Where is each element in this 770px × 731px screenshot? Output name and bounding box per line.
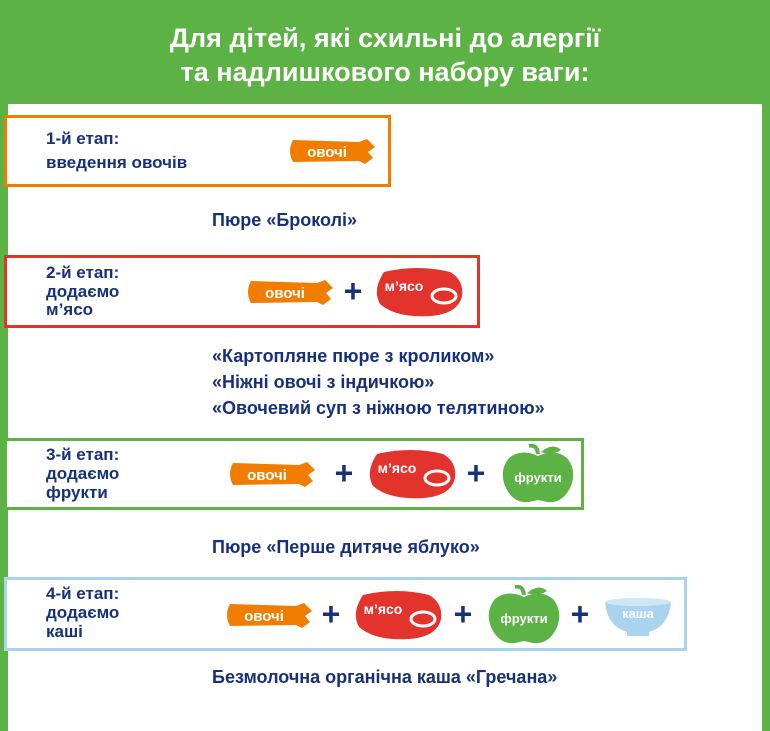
meat-label: м’ясо (378, 460, 417, 476)
plus-sign: + (334, 455, 354, 491)
meat-icon: м’ясо (374, 266, 466, 318)
plus-sign: + (343, 273, 363, 309)
stage3-subtitle: додаємо (46, 464, 120, 483)
carrot-icon: овочі (245, 278, 335, 306)
carrot-icon: овочі (224, 601, 314, 629)
apple-label: фрукти (514, 470, 561, 485)
meat-label: м’ясо (364, 601, 403, 617)
header-title-line1: Для дітей, які схильні до алергії (169, 23, 601, 53)
meat-label: м’ясо (385, 278, 424, 294)
stage1-subtitle: введення овочів (46, 153, 188, 172)
stage3-title: 3-й етап: (46, 445, 120, 464)
meat-icon: м’ясо (353, 589, 445, 641)
stage4-box (4, 577, 687, 651)
meat-icon: м’ясо (367, 448, 459, 500)
plus-sign: + (466, 455, 486, 491)
apple-label: фрукти (500, 611, 547, 626)
apple-icon: фрукти (501, 444, 575, 504)
bowl-label: каша (622, 606, 655, 621)
plus-sign: + (453, 596, 473, 632)
apple-icon: фрукти (487, 585, 561, 645)
stage1-box (4, 115, 391, 187)
stage4-subtitle-2: каші (46, 622, 83, 641)
frame-right-border (762, 104, 770, 731)
carrot-label: овочі (307, 144, 347, 161)
stage3-product-1: Пюре «Перше дитяче яблуко» (212, 537, 480, 557)
stage2-product-2: «Ніжні овочі з індичкою» (212, 372, 435, 392)
carrot-label: овочі (247, 467, 287, 484)
stage4-subtitle: додаємо (46, 603, 120, 622)
frame-left-border (0, 104, 8, 731)
carrot-icon: овочі (227, 460, 317, 488)
plus-sign: + (570, 596, 590, 632)
carrot-label: овочі (265, 285, 305, 302)
header-banner: Для дітей, які схильні до алергії та над… (0, 0, 770, 104)
plus-sign: + (321, 596, 341, 632)
carrot-label: овочі (244, 608, 284, 625)
carrot-icon: овочі (287, 137, 377, 165)
bowl-icon: каша (603, 596, 673, 638)
stage2-product-3: «Овочевий суп з ніжною телятиною» (212, 398, 545, 418)
stage2-subtitle-2: м’ясо (46, 300, 94, 319)
stage4-product-1: Безмолочна органічна каша «Гречана» (212, 667, 558, 687)
stage2-product-1: «Картопляне пюре з кроликом» (212, 346, 495, 366)
stage2-title: 2-й етап: (46, 263, 120, 282)
stage3-subtitle-2: фрукти (46, 483, 108, 502)
stage4-title: 4-й етап: (46, 584, 120, 603)
header-title-line2: та надлишкового набору ваги: (180, 57, 590, 87)
stage1-product-1: Пюре «Броколі» (212, 210, 358, 230)
stage1-title: 1-й етап: (46, 129, 120, 148)
stage2-subtitle: додаємо (46, 282, 120, 301)
